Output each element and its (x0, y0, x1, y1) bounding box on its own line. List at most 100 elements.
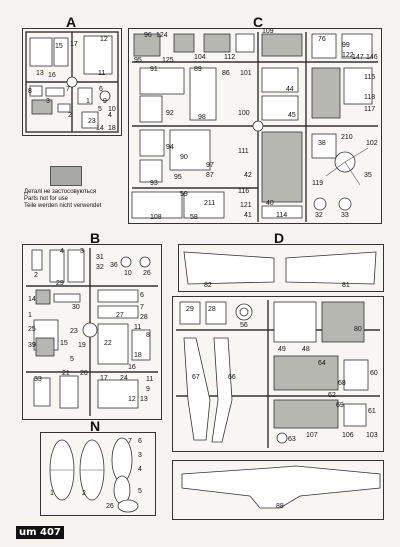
part-number: 87 (206, 172, 214, 179)
part-number: 102 (366, 140, 378, 147)
part-number: 96 (144, 32, 152, 39)
part-number: 16 (48, 72, 56, 79)
part-number: 109 (262, 28, 274, 35)
part-number: 48 (302, 346, 310, 353)
part-number: 36 (110, 262, 118, 269)
part-number: 108 (150, 214, 162, 221)
part-number: 17 (70, 41, 78, 48)
part-number: 21 (62, 370, 70, 377)
part-number: 118 (364, 94, 376, 101)
part-number: 2 (34, 272, 38, 279)
legend-line-ukrainian: Деталі не застосовуються (24, 189, 97, 195)
part-number: 92 (166, 110, 174, 117)
part-number: 8 (146, 332, 150, 339)
part-number: 35 (364, 172, 372, 179)
part-number: 7 (140, 304, 144, 311)
part-number: 3 (46, 98, 50, 105)
part-number: 44 (286, 86, 294, 93)
part-number: 59 (180, 191, 188, 198)
part-number: 14 (28, 296, 36, 303)
part-number: 14 (96, 125, 104, 132)
part-number: 7 (66, 86, 70, 93)
part-number: 56 (240, 322, 248, 329)
part-number: 28 (140, 314, 148, 321)
part-number: 64 (318, 360, 326, 367)
not-for-use-swatch (50, 166, 82, 186)
part-number: 111 (238, 148, 249, 155)
part-number: 20 (80, 370, 88, 377)
part-number: 18 (134, 352, 142, 359)
part-number: 103 (366, 432, 378, 439)
part-number: 121 (240, 202, 252, 209)
sprue-b-letter: B (90, 230, 101, 246)
part-number: 27 (116, 312, 124, 319)
part-number: 29 (56, 280, 64, 287)
part-number: 112 (224, 54, 236, 61)
part-number: 18 (108, 125, 116, 132)
part-number: 5 (138, 488, 142, 495)
brand-label: um 407 (16, 526, 64, 539)
part-number: 3 (138, 452, 142, 459)
part-number: 119 (312, 180, 324, 187)
part-number: 147 (352, 54, 364, 61)
part-number: 2 (68, 112, 72, 119)
part-number: 16 (128, 364, 136, 371)
part-number: 106 (342, 432, 354, 439)
part-number: 32 (315, 212, 323, 219)
part-number: 98 (198, 114, 206, 121)
sprue-n-letter: N (90, 418, 101, 434)
part-number: 101 (240, 70, 252, 77)
part-number: 125 (162, 57, 174, 64)
legend-line-english: Parts not for use (24, 196, 69, 202)
part-number: 69 (336, 402, 344, 409)
part-number: 91 (150, 66, 158, 73)
part-number: 9 (103, 98, 107, 105)
part-number: 86 (222, 70, 230, 77)
part-number: 95 (174, 174, 182, 181)
part-number: 17 (100, 375, 108, 382)
part-number: 40 (266, 200, 274, 207)
part-number: 90 (180, 154, 188, 161)
part-number: 61 (368, 408, 376, 415)
part-number: 1 (50, 490, 54, 497)
part-number: 15 (55, 43, 63, 50)
part-number: 2 (82, 490, 86, 497)
part-number: 58 (190, 214, 198, 221)
part-number: 4 (60, 248, 64, 255)
part-number: 4 (138, 466, 142, 473)
part-number: 81 (342, 282, 350, 289)
part-number: 95 (134, 57, 142, 64)
legend-line-german: Teile werden nicht verwendet (24, 203, 102, 209)
part-number: 13 (36, 70, 44, 77)
part-number: 89 (194, 66, 202, 73)
part-number: 10 (124, 270, 132, 277)
part-number: 33 (34, 376, 42, 383)
part-number: 116 (238, 188, 250, 195)
part-number: 124 (156, 32, 168, 39)
part-number: 60 (370, 370, 378, 377)
part-number: 29 (186, 306, 194, 313)
part-number: 146 (366, 54, 378, 61)
sprue-a-letter: A (66, 14, 77, 30)
part-number: 67 (192, 374, 200, 381)
part-number: 82 (204, 282, 212, 289)
part-number: 211 (204, 200, 216, 207)
part-number: 26 (106, 503, 114, 510)
part-number: 42 (244, 172, 252, 179)
part-number: 12 (128, 396, 136, 403)
part-number: 32 (96, 264, 104, 271)
part-number: 94 (166, 144, 174, 151)
part-number: 39 (28, 342, 36, 349)
part-number: 12 (100, 36, 108, 43)
part-number: 3 (80, 248, 84, 255)
part-number: 6 (99, 86, 103, 93)
part-number: 23 (88, 118, 96, 125)
part-number: 93 (150, 180, 158, 187)
part-number: 11 (134, 324, 142, 331)
part-number: 25 (28, 326, 36, 333)
part-number: 10 (108, 106, 116, 113)
